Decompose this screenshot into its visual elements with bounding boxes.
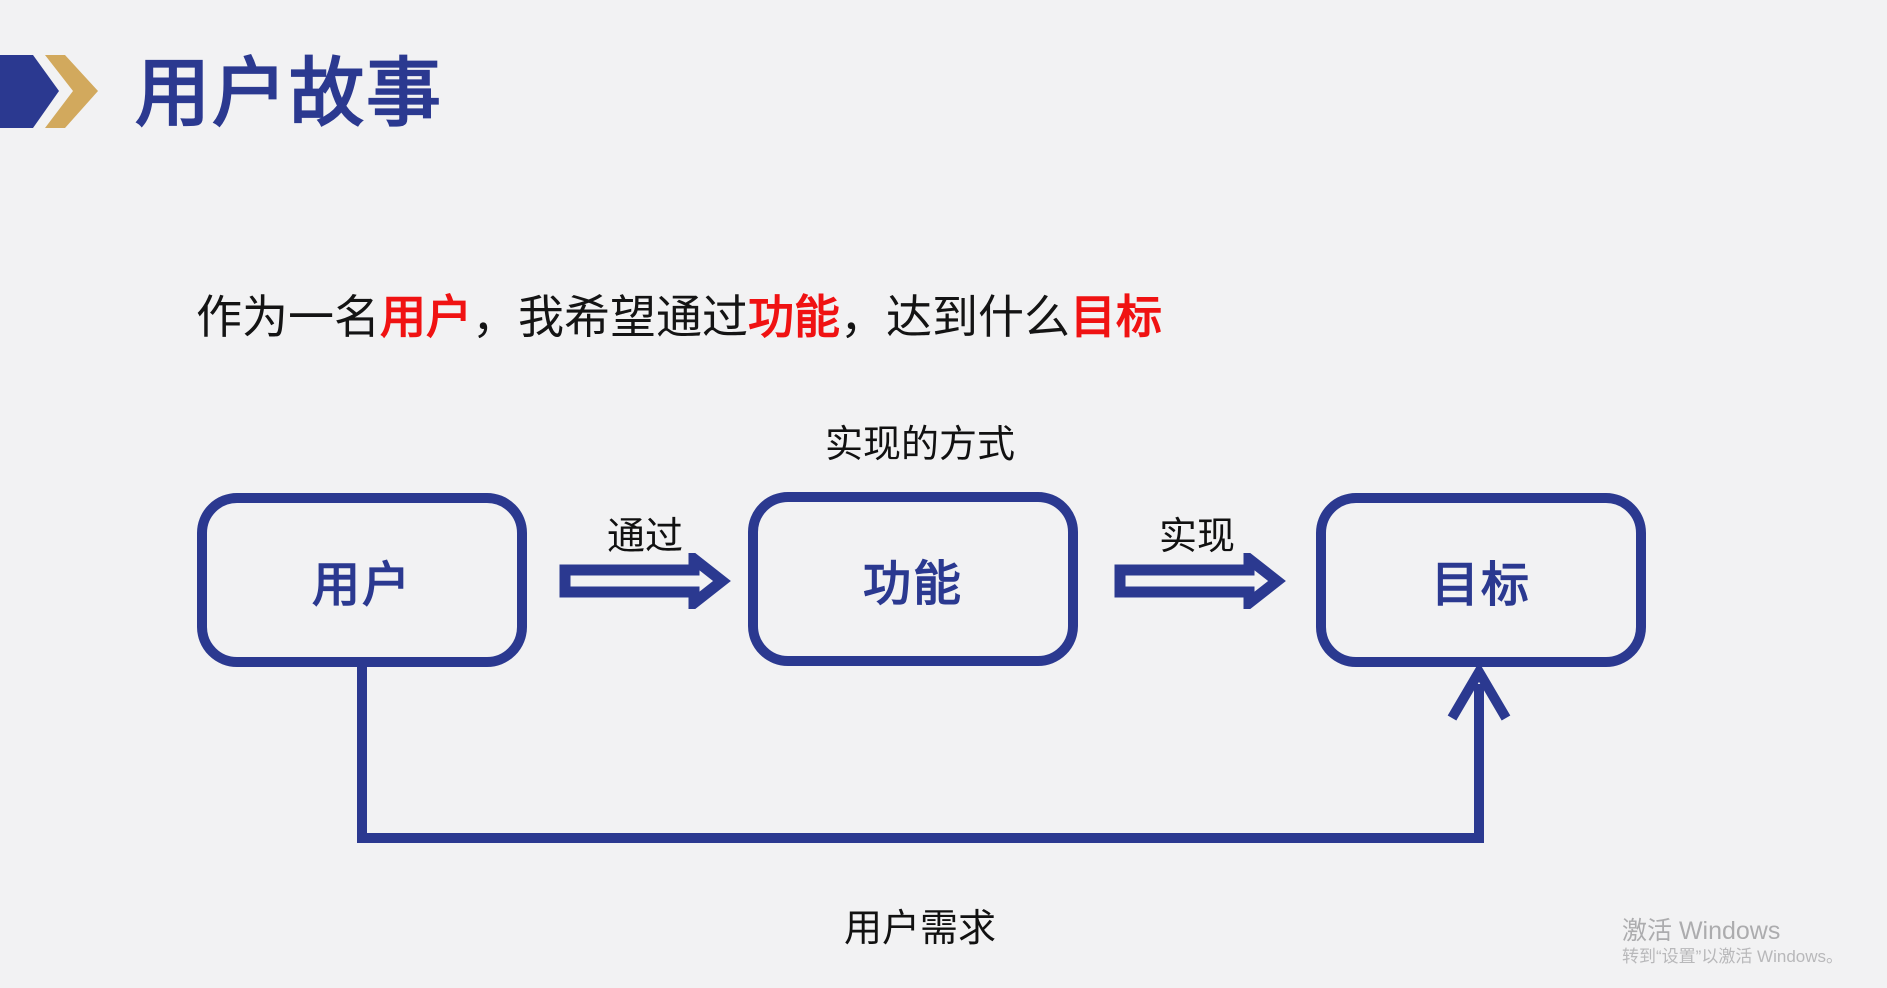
title-chevron-icon	[0, 55, 98, 128]
story-keyword-goal: 目标	[1070, 291, 1162, 343]
page-title: 用户故事	[135, 51, 444, 135]
user-story-sentence: 作为一名用户，我希望通过功能，达到什么目标	[196, 290, 1162, 344]
node-goal: 目标	[1316, 493, 1646, 667]
windows-activation-watermark: 激活 Windows 转到“设置”以激活 Windows。	[1622, 916, 1843, 968]
node-user-label: 用户	[311, 559, 412, 612]
story-keyword-user: 用户	[380, 291, 472, 343]
arrow1-label: 通过	[606, 516, 684, 558]
arrow2-label: 实现	[1158, 516, 1236, 558]
diagram-bottom-label: 用户需求	[843, 908, 997, 950]
story-segment: ，达到什么	[840, 291, 1070, 343]
arrow-right-icon	[559, 553, 731, 609]
story-segment: 作为一名	[196, 291, 380, 343]
arrow-right-icon	[1114, 553, 1286, 609]
node-feature-label: 功能	[862, 558, 963, 611]
story-segment: ，我希望通过	[472, 291, 748, 343]
node-goal-label: 目标	[1430, 559, 1531, 612]
story-keyword-feature: 功能	[748, 291, 840, 343]
watermark-line2: 转到“设置”以激活 Windows。	[1622, 947, 1844, 966]
node-feature: 功能	[748, 492, 1078, 666]
watermark-line1: 激活 Windows	[1622, 917, 1781, 945]
node-user: 用户	[197, 493, 527, 667]
diagram-top-label: 实现的方式	[824, 424, 1016, 466]
